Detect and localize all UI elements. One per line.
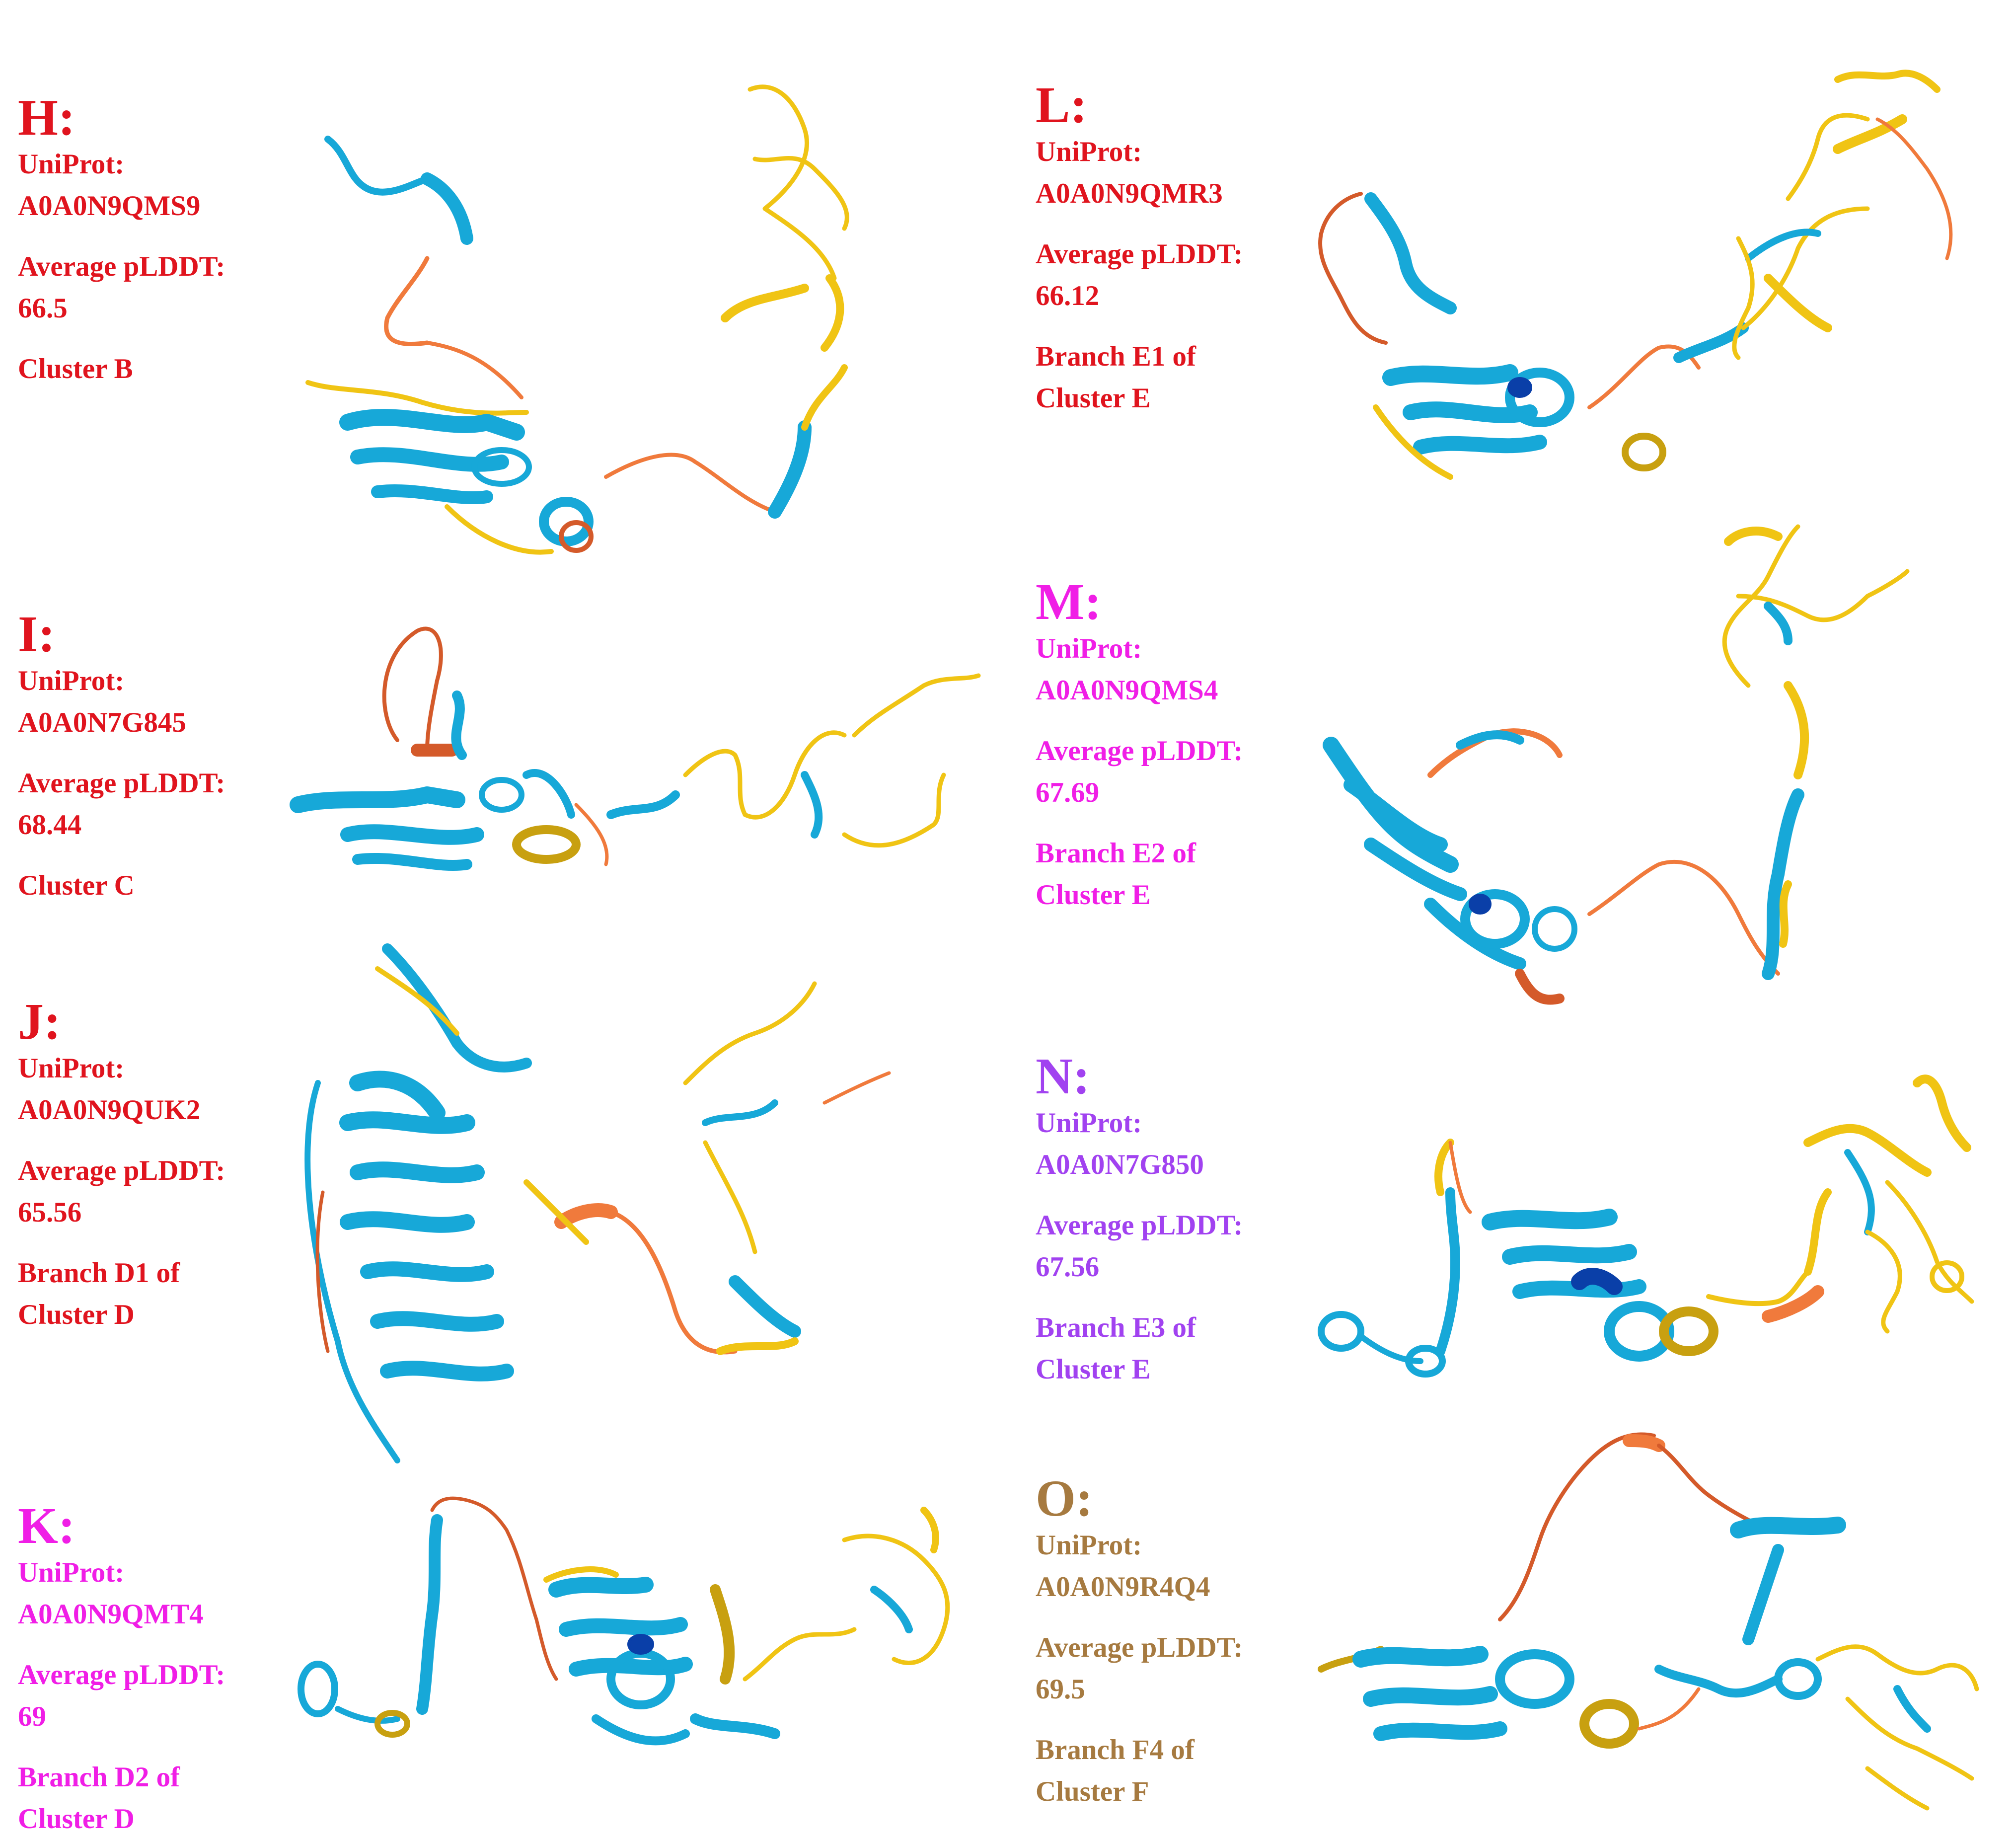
panel-N-label: N: UniProt: A0A0N7G850 Average pLDDT: 67… [1036,1051,1243,1390]
panel-K-label: K: UniProt: A0A0N9QMT4 Average pLDDT: 69… [18,1500,225,1840]
uniprot-id: A0A0N9QMR3 [1036,178,1223,209]
uniprot-id: A0A0N9QMS4 [1036,675,1218,706]
panel-I-label: I: UniProt: A0A0N7G845 Average pLDDT: 68… [18,609,225,907]
uniprot-label: UniProt: [18,1557,125,1588]
panel-letter: L: [1036,77,1087,134]
uniprot-label: UniProt: [1036,1107,1142,1139]
plddt-label: Average pLDDT: [1036,1632,1243,1663]
uniprot-id: A0A0N9QMS9 [18,190,201,222]
structure-H [305,84,849,555]
uniprot-id: A0A0N7G850 [1036,1149,1204,1180]
uniprot-label: UniProt: [18,1053,125,1084]
panel-letter: H: [18,89,75,146]
plddt-label: Average pLDDT: [1036,238,1243,270]
plddt-value: 68.44 [18,809,82,841]
panel-H-label: H: UniProt: A0A0N9QMS9 Average pLDDT: 66… [18,92,225,390]
panel-O-label: O: UniProt: A0A0N9R4Q4 Average pLDDT: 69… [1036,1473,1243,1813]
structure-M [1323,524,1910,1005]
cluster-line-2: Cluster F [1036,1776,1149,1807]
plddt-label: Average pLDDT: [18,1659,225,1690]
panel-L-label: L: UniProt: A0A0N9QMR3 Average pLDDT: 66… [1036,79,1243,419]
plddt-label: Average pLDDT: [1036,1210,1243,1241]
plddt-value: 66.12 [1036,280,1100,311]
cluster-line-2: Cluster D [18,1299,135,1330]
cluster-line-1: Branch E2 of [1036,838,1196,869]
plddt-value: 67.69 [1036,777,1100,808]
panel-letter: O: [1036,1470,1093,1527]
structure-K [298,1496,950,1746]
structure-O [1318,1432,1979,1811]
structure-I [290,626,981,871]
plddt-value: 69 [18,1701,46,1732]
plddt-value: 66.5 [18,293,68,324]
cluster-line-2: Cluster E [1036,879,1151,911]
plddt-value: 65.56 [18,1197,82,1228]
cluster-line-2: Cluster E [1036,383,1151,414]
uniprot-label: UniProt: [1036,1530,1142,1561]
cluster-line: Cluster B [18,353,133,384]
uniprot-id: A0A0N7G845 [18,707,186,738]
cluster-line-1: Branch E3 of [1036,1312,1196,1343]
uniprot-label: UniProt: [1036,633,1142,664]
uniprot-label: UniProt: [18,665,125,696]
panel-letter: M: [1036,573,1102,630]
panel-letter: I: [18,606,56,663]
cluster-line-1: Branch F4 of [1036,1734,1195,1765]
structure-J [304,943,891,1463]
structure-N [1318,1074,1974,1378]
panel-letter: J: [18,993,61,1050]
plddt-label: Average pLDDT: [18,767,225,799]
panel-letter: N: [1036,1048,1090,1105]
uniprot-label: UniProt: [18,149,125,180]
plddt-label: Average pLDDT: [18,251,225,282]
cluster-line-2: Cluster D [18,1803,135,1835]
plddt-label: Average pLDDT: [1036,735,1243,767]
panel-letter: K: [18,1497,75,1554]
plddt-label: Average pLDDT: [18,1155,225,1186]
uniprot-id: A0A0N9R4Q4 [1036,1571,1210,1603]
plddt-value: 69.5 [1036,1674,1085,1705]
cluster-line-2: Cluster E [1036,1354,1151,1385]
cluster-line: Cluster C [18,870,135,901]
panel-J-label: J: UniProt: A0A0N9QUK2 Average pLDDT: 65… [18,996,225,1336]
uniprot-id: A0A0N9QUK2 [18,1094,201,1126]
cluster-line-1: Branch D2 of [18,1762,180,1793]
plddt-value: 67.56 [1036,1251,1100,1283]
cluster-line-1: Branch D1 of [18,1257,180,1289]
uniprot-id: A0A0N9QMT4 [18,1599,204,1630]
cluster-line-1: Branch E1 of [1036,341,1196,372]
structure-L [1318,70,1953,480]
uniprot-label: UniProt: [1036,136,1142,167]
panel-M-label: M: UniProt: A0A0N9QMS4 Average pLDDT: 67… [1036,576,1243,916]
